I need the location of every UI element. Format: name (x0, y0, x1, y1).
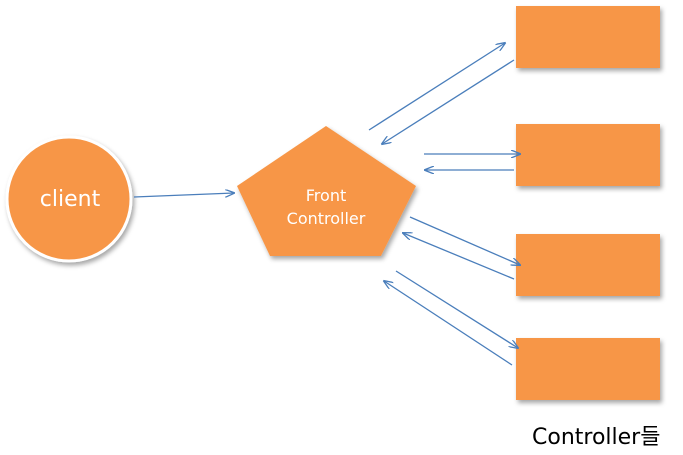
front-controller-label-line2: Controller (287, 209, 366, 228)
controller-box-3 (516, 234, 660, 296)
arrow-client-to-front (133, 193, 234, 198)
client-node: client (5, 135, 133, 263)
arrow-front-to-controller-1 (368, 43, 505, 131)
controller-box-4 (516, 338, 660, 400)
arrow-front-to-controller-3 (409, 216, 520, 265)
arrow-front-to-controller-4 (395, 270, 518, 348)
arrow-controller-4-to-front (384, 281, 513, 366)
controller-box-1 (516, 6, 660, 68)
controllers-caption: Controller들 (532, 425, 661, 450)
front-controller-label-line1: Front (306, 186, 346, 205)
arrow-controller-1-to-front (382, 59, 515, 144)
controller-box-2 (516, 124, 660, 186)
arrow-controller-3-to-front (403, 233, 515, 280)
client-label: client (40, 187, 101, 212)
front-controller-node: Front Controller (237, 126, 416, 256)
